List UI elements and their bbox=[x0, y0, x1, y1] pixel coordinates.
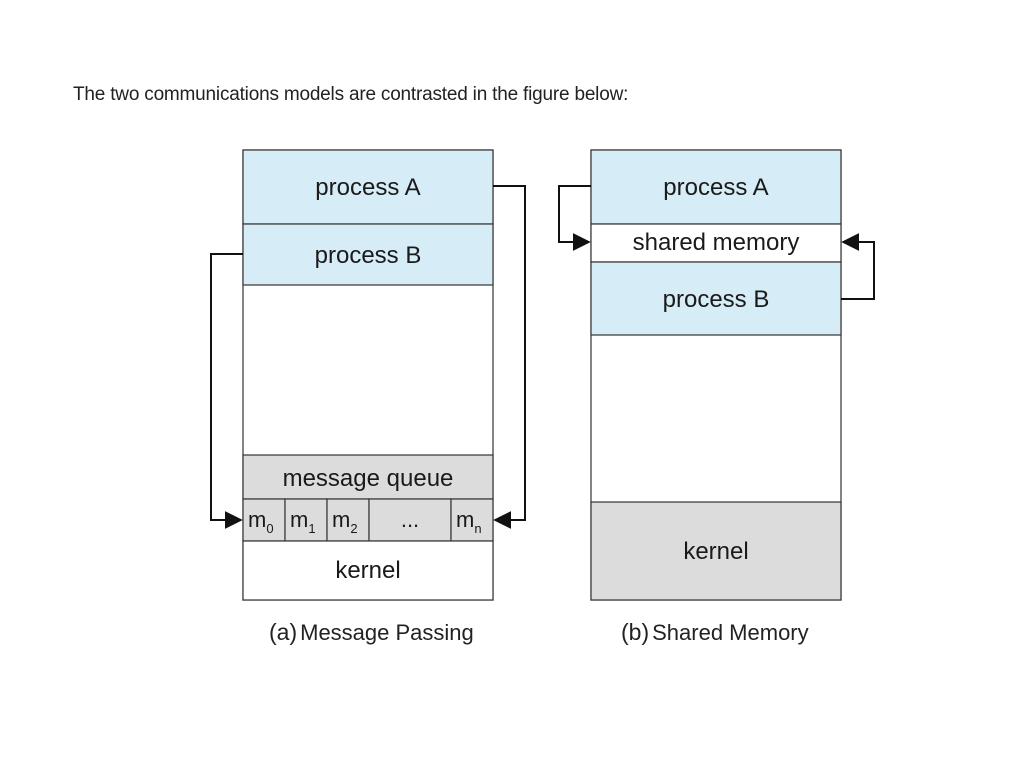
shared-memory-box bbox=[590, 223, 842, 263]
kernel-box-b bbox=[590, 501, 842, 601]
message-cell bbox=[368, 498, 452, 542]
message-cells: m0 m1 m2 ... mn bbox=[242, 498, 494, 542]
process-b-label: process B bbox=[663, 286, 770, 313]
kernel-box-a bbox=[242, 540, 494, 601]
process-a-box bbox=[590, 149, 842, 225]
arrow-process-a-to-shared-memory bbox=[558, 185, 591, 251]
process-b-label: process B bbox=[315, 242, 422, 269]
arrow-process-b-to-shared-memory bbox=[841, 233, 875, 300]
arrow-process-a-to-queue bbox=[493, 185, 526, 529]
message-cell-ellipsis: ... bbox=[401, 507, 419, 532]
message-queue-label: message queue bbox=[283, 465, 454, 492]
process-a-label: process A bbox=[663, 174, 768, 201]
message-cell bbox=[450, 498, 494, 542]
kernel-label-b: kernel bbox=[683, 538, 748, 565]
kernel-label-a: kernel bbox=[335, 557, 400, 584]
intro-text: The two communications models are contra… bbox=[73, 84, 629, 105]
message-cell bbox=[326, 498, 370, 542]
caption-b: (b)Shared Memory bbox=[621, 619, 809, 645]
message-cell-label: m2 bbox=[332, 507, 358, 536]
arrow-process-b-to-queue bbox=[210, 253, 243, 529]
message-cell-label: mn bbox=[456, 507, 482, 536]
message-cell-label: m0 bbox=[248, 507, 274, 536]
message-cell bbox=[284, 498, 328, 542]
process-b-box bbox=[590, 261, 842, 336]
shared-memory-diagram: process A shared memory process B kernel… bbox=[558, 149, 875, 645]
caption-a: (a)Message Passing bbox=[269, 619, 474, 645]
process-a-label: process A bbox=[315, 174, 420, 201]
message-passing-diagram: process A process B message queue m0 m1 … bbox=[210, 149, 526, 645]
shared-memory-label: shared memory bbox=[633, 229, 800, 256]
message-queue-box bbox=[242, 454, 494, 500]
message-cell-label: m1 bbox=[290, 507, 316, 536]
